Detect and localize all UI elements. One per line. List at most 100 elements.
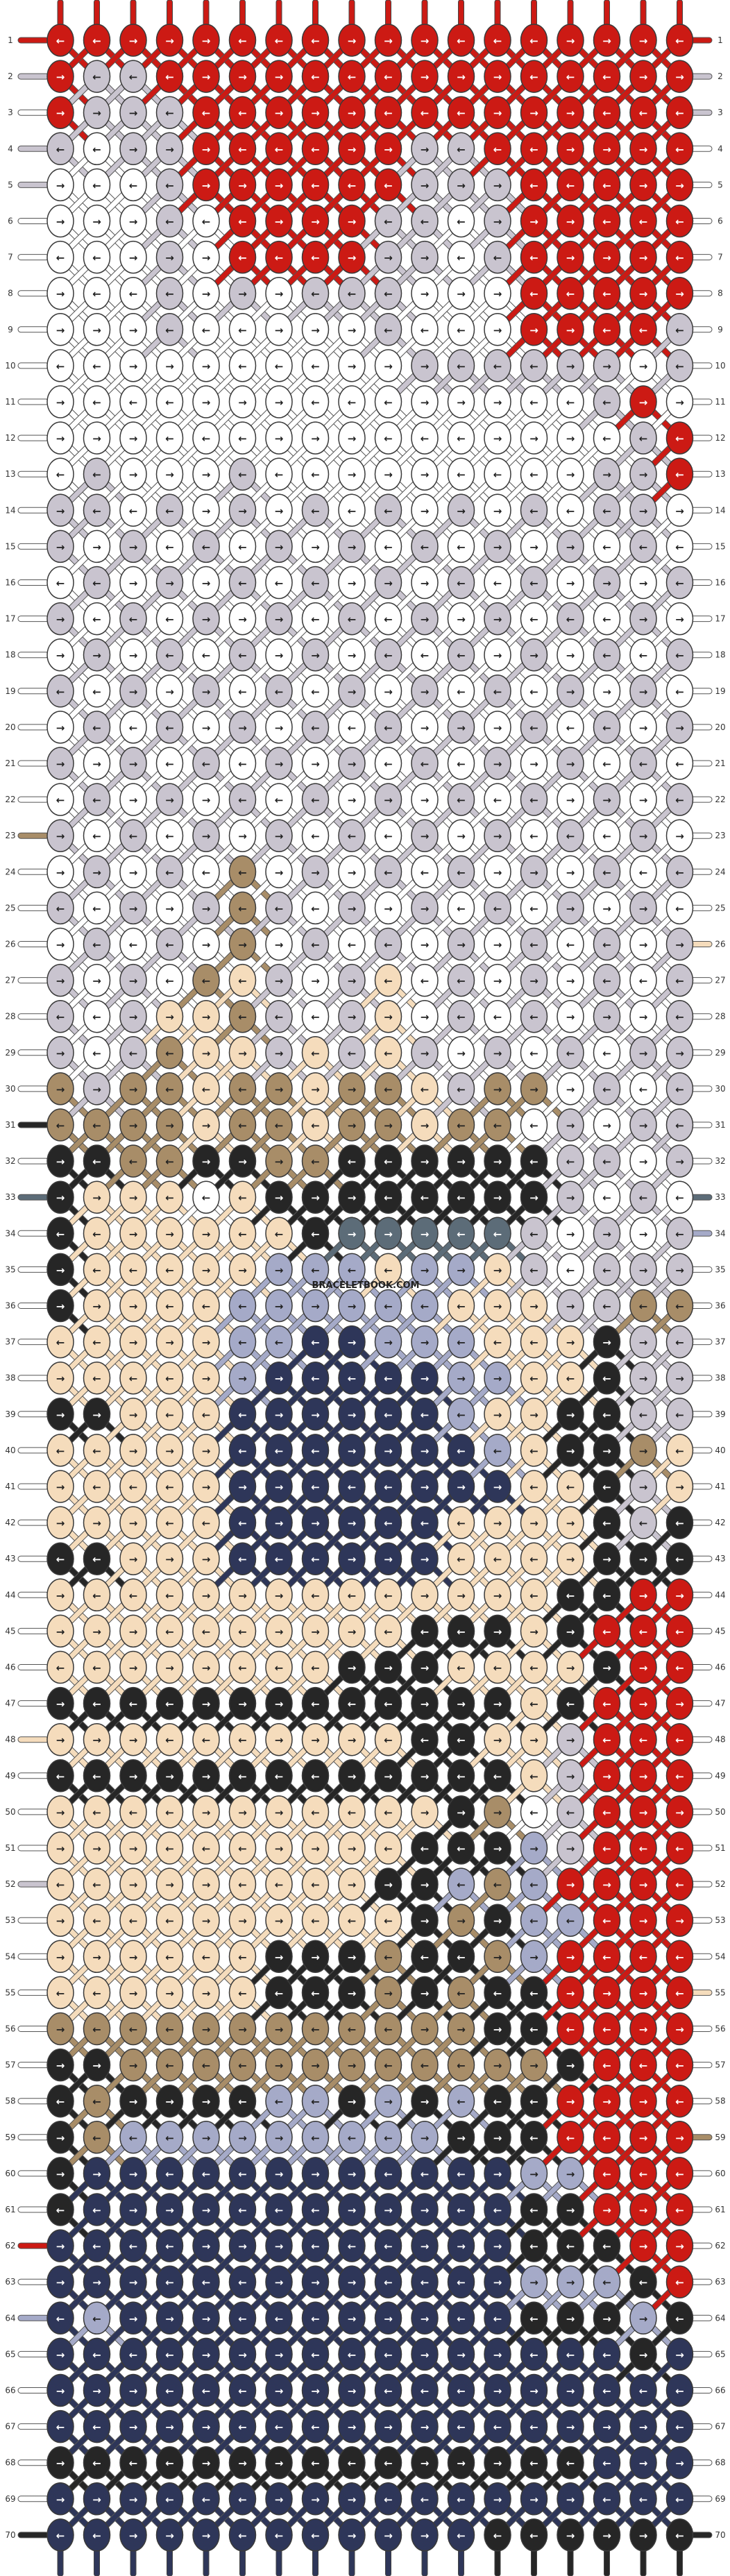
left-thread-stub <box>17 1555 49 1562</box>
arrow-right-icon: → <box>165 35 174 47</box>
left-thread-stub <box>17 2532 49 2539</box>
arrow-right-icon: → <box>348 35 357 47</box>
left-thread-stub <box>17 471 49 477</box>
left-thread-stub <box>17 1266 49 1273</box>
left-thread-stub <box>17 868 49 875</box>
arrow-left-icon: ← <box>202 107 211 119</box>
left-thread-stub <box>17 73 49 80</box>
left-thread-stub <box>17 2170 49 2177</box>
arrow-right-icon: → <box>311 107 320 119</box>
left-thread-stub <box>17 1230 49 1237</box>
left-thread-stub <box>17 1917 49 1924</box>
arrow-left-icon: ← <box>457 35 466 47</box>
left-thread-stub <box>17 2314 49 2321</box>
left-thread-stub <box>17 2387 49 2393</box>
arrow-left-icon: ← <box>92 35 101 47</box>
left-thread-stub <box>17 1339 49 1346</box>
arrow-right-icon: → <box>165 143 174 155</box>
arrow-left-icon: ← <box>675 107 684 119</box>
left-thread-stub <box>17 616 49 622</box>
arrow-left-icon: ← <box>311 71 320 83</box>
arrow-left-icon: ← <box>421 107 430 119</box>
arrow-left-icon: ← <box>311 143 320 155</box>
left-thread-stub <box>17 977 49 984</box>
arrow-right-icon: → <box>275 107 284 119</box>
left-thread-stub <box>17 1121 49 1128</box>
left-thread-stub <box>17 1303 49 1309</box>
left-thread-stub <box>17 2026 49 2032</box>
left-thread-stub <box>17 2134 49 2141</box>
arrow-right-icon: → <box>238 71 247 83</box>
left-thread-stub <box>17 579 49 586</box>
left-thread-stub <box>17 109 49 116</box>
arrow-left-icon: ← <box>675 35 684 47</box>
left-thread-stub <box>17 1700 49 1707</box>
arrow-left-icon: ← <box>493 35 502 47</box>
arrow-right-icon: → <box>529 107 538 119</box>
arrow-right-icon: → <box>129 35 138 47</box>
left-thread-stub <box>17 652 49 659</box>
left-thread-stub <box>17 362 49 369</box>
left-thread-stub <box>17 326 49 333</box>
arrow-left-icon: ← <box>602 107 611 119</box>
left-thread-stub <box>17 1447 49 1454</box>
left-thread-stub <box>17 904 49 911</box>
left-thread-stub <box>17 1411 49 1418</box>
left-thread-stub <box>17 2242 49 2249</box>
arrow-right-icon: → <box>421 35 430 47</box>
arrow-right-icon: → <box>421 71 430 83</box>
arrow-left-icon: ← <box>129 71 138 83</box>
left-thread-stub <box>17 796 49 803</box>
arrow-right-icon: → <box>129 143 138 155</box>
arrow-left-icon: ← <box>384 71 393 83</box>
left-thread-stub <box>17 543 49 550</box>
arrow-left-icon: ← <box>165 107 174 119</box>
left-thread-stub <box>17 760 49 767</box>
arrow-left-icon: ← <box>639 107 648 119</box>
left-thread-stub <box>17 1772 49 1779</box>
arrow-right-icon: → <box>202 35 211 47</box>
left-thread-stub <box>17 37 49 44</box>
left-thread-stub <box>17 1736 49 1743</box>
left-thread-stub <box>17 507 49 514</box>
arrow-right-icon: → <box>202 71 211 83</box>
arrow-right-icon: → <box>493 71 502 83</box>
arrow-right-icon: → <box>202 143 211 155</box>
left-thread-stub <box>17 1375 49 1382</box>
left-thread-stub <box>17 1591 49 1598</box>
arrow-left-icon: ← <box>238 35 247 47</box>
left-thread-stub <box>17 1158 49 1164</box>
left-thread-stub <box>17 1013 49 1020</box>
left-thread-stub <box>17 1483 49 1490</box>
arrow-right-icon: → <box>639 71 648 83</box>
left-thread-stub <box>17 2496 49 2502</box>
left-thread-stub <box>17 1845 49 1852</box>
left-thread-stub <box>17 724 49 731</box>
arrow-right-icon: → <box>275 71 284 83</box>
arrow-left-icon: ← <box>602 71 611 83</box>
arrow-left-icon: ← <box>56 143 65 155</box>
arrow-right-icon: → <box>566 107 575 119</box>
left-thread-stub <box>17 1085 49 1092</box>
arrow-left-icon: ← <box>311 35 320 47</box>
arrow-left-icon: ← <box>56 35 65 47</box>
left-thread-stub <box>17 941 49 947</box>
arrow-left-icon: ← <box>275 143 284 155</box>
arrow-right-icon: → <box>56 71 65 83</box>
arrow-left-icon: ← <box>529 71 538 83</box>
left-thread-stub <box>17 1519 49 1526</box>
arrow-right-icon: → <box>639 35 648 47</box>
arrow-left-icon: ← <box>165 71 174 83</box>
left-thread-stub <box>17 688 49 695</box>
left-thread-stub <box>17 1664 49 1670</box>
left-thread-stub <box>17 1194 49 1201</box>
left-thread-stub <box>17 2206 49 2213</box>
arrow-right-icon: → <box>56 107 65 119</box>
arrow-left-icon: ← <box>238 143 247 155</box>
left-thread-stub <box>17 2423 49 2430</box>
left-thread-stub <box>17 832 49 839</box>
left-thread-stub <box>17 1049 49 1056</box>
arrow-left-icon: ← <box>238 107 247 119</box>
arrow-right-icon: → <box>384 143 393 155</box>
